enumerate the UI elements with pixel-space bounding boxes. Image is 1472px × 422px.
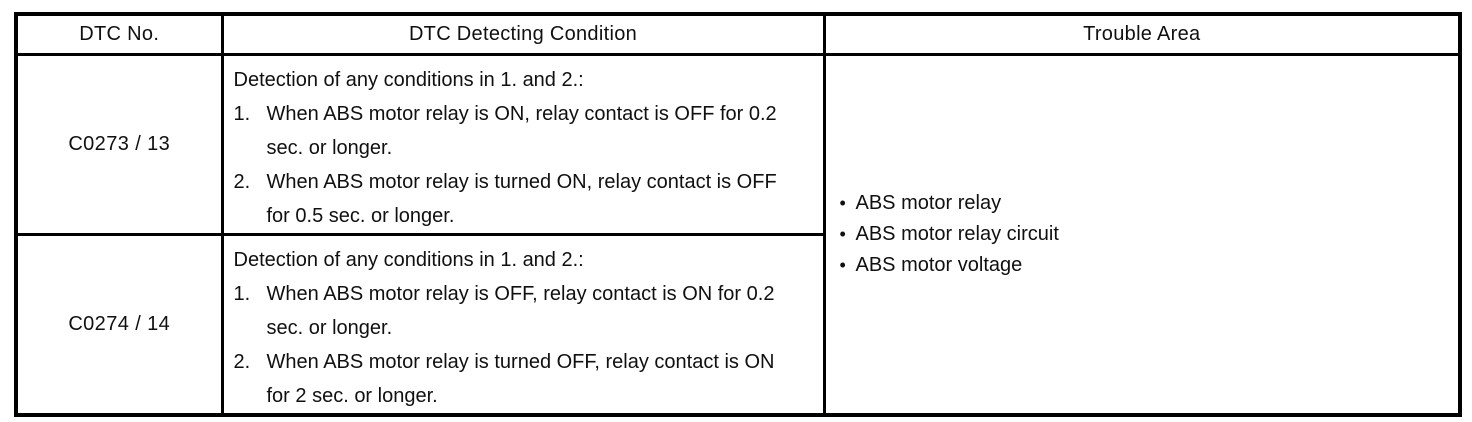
condition-item: 2. When ABS motor relay is turned OFF, r… <box>234 345 799 413</box>
trouble-item: • ABS motor relay circuit <box>840 219 1458 250</box>
dtc-no-cell: C0274 / 14 <box>14 232 224 416</box>
header-dtc-no: DTC No. <box>14 12 224 56</box>
trouble-area-cell: • ABS motor relay • ABS motor relay circ… <box>822 52 1462 416</box>
trouble-item: • ABS motor voltage <box>840 250 1458 281</box>
condition-cell: Detection of any conditions in 1. and 2.… <box>220 52 826 236</box>
bullet-icon: • <box>839 192 846 213</box>
item-number: 1. <box>233 102 251 125</box>
header-trouble-area: Trouble Area <box>822 12 1462 56</box>
table-row-c0273: C0273 / 13 Detection of any conditions i… <box>14 52 1462 416</box>
condition-item: 2. When ABS motor relay is turned ON, re… <box>234 165 799 233</box>
dtc-table: DTC No. DTC Detecting Condition Trouble … <box>14 12 1462 417</box>
dtc-no-cell: C0273 / 13 <box>14 52 224 236</box>
item-number: 2. <box>233 170 251 193</box>
item-text: When ABS motor relay is turned ON, relay… <box>266 170 777 227</box>
trouble-item-text: ABS motor voltage <box>855 253 1023 276</box>
condition-intro: Detection of any conditions in 1. and 2.… <box>233 248 584 271</box>
item-number: 1. <box>233 282 251 305</box>
condition-intro: Detection of any conditions in 1. and 2.… <box>233 68 584 91</box>
item-text: When ABS motor relay is OFF, relay conta… <box>266 282 775 339</box>
header-detecting-condition: DTC Detecting Condition <box>220 12 826 56</box>
trouble-item: • ABS motor relay <box>840 188 1458 219</box>
header-row: DTC No. DTC Detecting Condition Trouble … <box>14 12 1462 56</box>
trouble-item-text: ABS motor relay <box>855 191 1002 214</box>
trouble-item-text: ABS motor relay circuit <box>855 222 1059 245</box>
table-row-c0274: C0274 / 14 Detection of any conditions i… <box>14 232 1460 416</box>
bullet-icon: • <box>839 223 846 244</box>
item-text: When ABS motor relay is ON, relay contac… <box>266 102 777 159</box>
item-text: When ABS motor relay is turned OFF, rela… <box>266 350 775 407</box>
condition-cell: Detection of any conditions in 1. and 2.… <box>220 232 826 416</box>
condition-item: 1. When ABS motor relay is OFF, relay co… <box>234 277 799 345</box>
item-number: 2. <box>233 350 251 373</box>
bullet-icon: • <box>839 254 846 275</box>
condition-item: 1. When ABS motor relay is ON, relay con… <box>234 97 799 165</box>
